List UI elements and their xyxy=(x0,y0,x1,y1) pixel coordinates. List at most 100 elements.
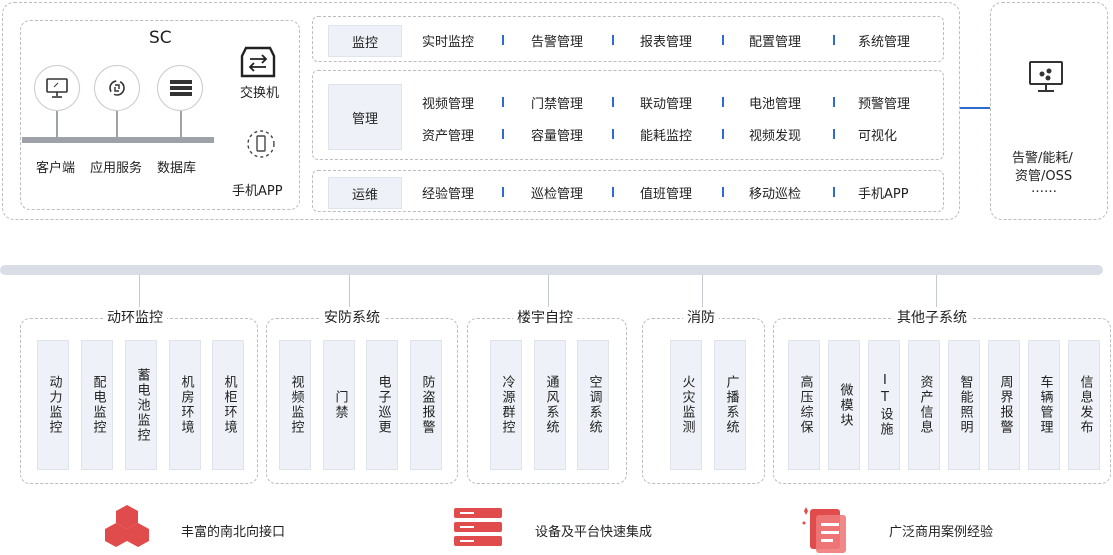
database-label: 数据库 xyxy=(157,161,197,176)
subsystem-cell: 火灾监测 xyxy=(670,340,702,470)
sc-bus-line xyxy=(22,137,214,143)
subsystem-cell: 广播系统 xyxy=(714,340,746,470)
separator xyxy=(722,187,724,197)
feature-interfaces: 丰富的南北向接口 xyxy=(181,525,286,540)
separator xyxy=(502,35,504,45)
client-label: 客户端 xyxy=(36,161,76,176)
bus-drop xyxy=(936,275,937,319)
group-title: 消防 xyxy=(683,307,719,327)
mobile-icon xyxy=(247,130,275,158)
separator xyxy=(722,129,724,139)
external-connector xyxy=(960,107,990,109)
row-item: 配置管理 xyxy=(749,35,802,50)
subsystem-cell: 通风系统 xyxy=(534,340,566,470)
group-other xyxy=(773,318,1111,484)
server-stack-icon xyxy=(454,508,502,546)
subsystem-cell: 视频监控 xyxy=(279,340,311,470)
subsystem-cell: 空调系统 xyxy=(577,340,609,470)
subsystem-cell: 周界报警 xyxy=(988,340,1020,470)
row-item: 经验管理 xyxy=(422,187,475,202)
row-item: 值班管理 xyxy=(640,187,693,202)
row-item: 视频管理 xyxy=(422,97,475,112)
row-item: 资产管理 xyxy=(422,129,475,144)
subsystem-cell: 高压综保 xyxy=(788,340,820,470)
mobile-label: 手机APP xyxy=(232,184,283,199)
refresh-icon xyxy=(109,80,125,96)
sc-title: SC xyxy=(149,28,172,48)
sc-node-connector xyxy=(56,111,58,138)
row-item: 手机APP xyxy=(858,187,909,202)
subsystem-cell: IT设施 xyxy=(868,340,900,470)
screen-icon xyxy=(1029,61,1063,92)
separator xyxy=(612,129,614,139)
row-item: 容量管理 xyxy=(531,129,584,144)
row-item: 告警管理 xyxy=(531,35,584,50)
row-label-management: 管理 xyxy=(328,84,402,150)
bus-drop xyxy=(702,275,703,319)
sc-node-connector xyxy=(180,111,182,138)
group-fire xyxy=(642,318,765,484)
row-item: 系统管理 xyxy=(858,35,911,50)
group-title: 楼宇自控 xyxy=(513,307,577,327)
server-icon xyxy=(170,80,192,96)
subsystem-cell: 车辆管理 xyxy=(1028,340,1060,470)
external-line3: …… xyxy=(1031,181,1057,196)
separator xyxy=(612,97,614,107)
subsystem-cell: 机柜环境 xyxy=(212,340,244,470)
separator xyxy=(833,129,835,139)
feature-integration: 设备及平台快速集成 xyxy=(535,525,653,540)
row-management xyxy=(312,70,944,160)
subsystem-cell: 电子巡更 xyxy=(366,340,398,470)
separator xyxy=(612,35,614,45)
subsystem-cell: 蓄电池监控 xyxy=(125,340,157,470)
switch-icon xyxy=(240,46,276,78)
group-title: 其他子系统 xyxy=(893,307,971,327)
subsystem-cell: 动力监控 xyxy=(37,340,69,470)
bus-drop xyxy=(139,275,140,319)
row-item: 能耗监控 xyxy=(640,129,693,144)
row-item: 电池管理 xyxy=(749,97,802,112)
separator xyxy=(833,187,835,197)
external-line1: 告警/能耗/ xyxy=(1012,151,1073,166)
monitor-icon xyxy=(46,78,68,98)
row-item: 门禁管理 xyxy=(531,97,584,112)
separator xyxy=(833,35,835,45)
subsystem-cell: 智能照明 xyxy=(948,340,980,470)
sc-node-connector xyxy=(116,111,118,138)
row-item: 可视化 xyxy=(858,129,898,144)
separator xyxy=(722,35,724,45)
bus-drop xyxy=(548,275,549,319)
bus-drop xyxy=(349,275,350,319)
system-bus xyxy=(0,265,1103,275)
row-item: 报表管理 xyxy=(640,35,693,50)
subsystem-cell: 微模块 xyxy=(828,340,860,470)
row-item: 联动管理 xyxy=(640,97,693,112)
external-systems-box xyxy=(990,2,1108,220)
feature-cases: 广泛商用案例经验 xyxy=(889,525,994,540)
row-item: 移动巡检 xyxy=(749,187,802,202)
external-line2: 资管/OSS xyxy=(1015,169,1073,184)
row-item: 巡检管理 xyxy=(531,187,584,202)
row-item: 视频发现 xyxy=(749,129,802,144)
subsystem-cell: 配电监控 xyxy=(81,340,113,470)
client-node xyxy=(34,65,80,111)
sc-box xyxy=(20,20,300,210)
separator xyxy=(502,97,504,107)
separator xyxy=(833,97,835,107)
subsystem-cell: 信息发布 xyxy=(1068,340,1100,470)
row-label-operations: 运维 xyxy=(328,177,402,209)
row-item: 预警管理 xyxy=(858,97,911,112)
separator xyxy=(612,187,614,197)
group-title: 动环监控 xyxy=(103,307,167,327)
app-service-node xyxy=(94,65,140,111)
row-item: 实时监控 xyxy=(422,35,475,50)
subsystem-cell: 资产信息 xyxy=(908,340,940,470)
cubes-icon xyxy=(105,505,149,547)
group-title: 安防系统 xyxy=(320,307,384,327)
subsystem-cell: 防盗报警 xyxy=(410,340,442,470)
separator xyxy=(502,187,504,197)
subsystem-cell: 机房环境 xyxy=(169,340,201,470)
separator xyxy=(722,97,724,107)
switch-label: 交换机 xyxy=(240,86,280,101)
subsystem-cell: 冷源群控 xyxy=(490,340,522,470)
